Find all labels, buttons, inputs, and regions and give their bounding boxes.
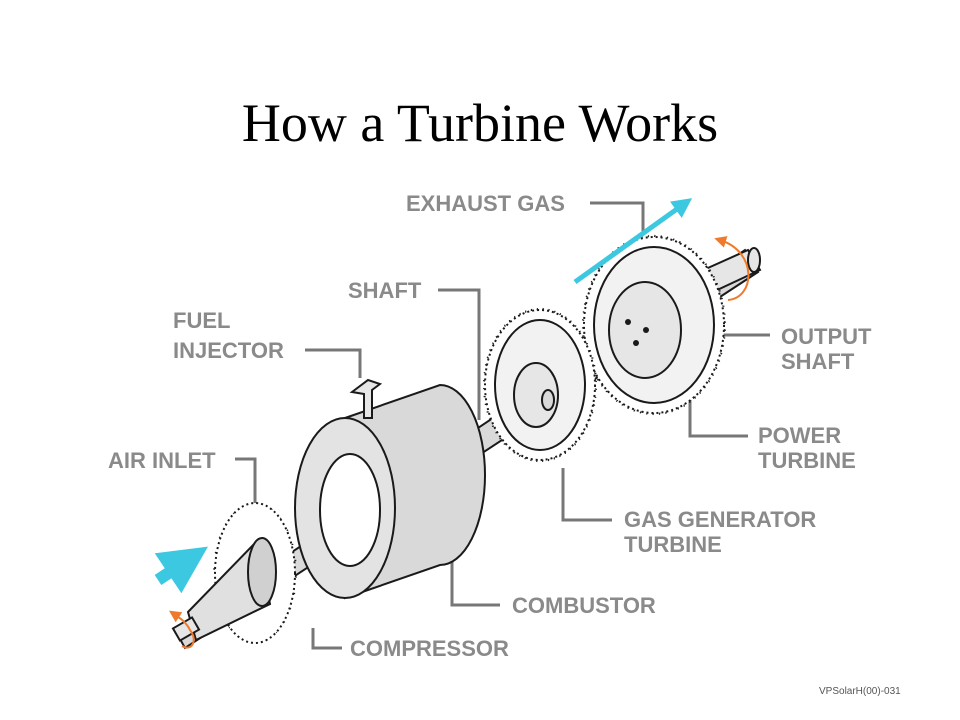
compressor-part	[171, 502, 296, 644]
power-turbine-part	[583, 236, 725, 414]
leader-shaft	[438, 288, 481, 420]
leader-lines	[235, 201, 770, 650]
label-power-turbine-line1: POWER	[758, 423, 842, 448]
label-power-turbine-line2: TURBINE	[758, 448, 856, 473]
gas-generator-turbine-part	[484, 309, 596, 461]
slide-footer-code: VPSolarH(00)-031	[819, 686, 901, 697]
label-output-shaft-line1: OUTPUT	[781, 324, 872, 349]
output-shaft-rotation-arrow	[714, 236, 750, 301]
leader-exhaust-gas	[590, 201, 645, 232]
label-shaft: SHAFT	[348, 278, 422, 303]
label-output-shaft: OUTPUT SHAFT	[781, 324, 871, 374]
exhaust-gas-flow-arrow	[573, 198, 693, 285]
label-fuel-injector-line2: INJECTOR	[173, 338, 284, 363]
label-compressor: COMPRESSOR	[350, 636, 509, 661]
leader-fuel-injector	[305, 348, 362, 378]
leader-gas-generator	[561, 468, 612, 522]
leader-compressor	[311, 628, 342, 650]
compressor-rotation-arrow	[169, 610, 195, 649]
label-output-shaft-line2: SHAFT	[781, 349, 855, 374]
rotation-arrows	[169, 236, 750, 649]
label-power-turbine: POWER TURBINE	[758, 423, 856, 473]
label-gas-generator-turbine: GAS GENERATOR TURBINE	[624, 507, 816, 557]
label-gas-generator-line1: GAS GENERATOR	[624, 507, 817, 532]
label-combustor: COMBUSTOR	[512, 593, 656, 618]
leader-combustor	[450, 560, 500, 607]
leader-air-inlet	[235, 457, 257, 508]
air-inlet-flow-arrow	[154, 546, 208, 594]
slide-title: How a Turbine Works	[241, 93, 719, 153]
label-exhaust-gas: EXHAUST GAS	[406, 191, 565, 216]
flow-arrows	[154, 198, 693, 594]
combustor-part	[294, 383, 486, 600]
label-air-inlet: AIR INLET	[108, 448, 216, 473]
leader-power-turbine	[688, 400, 748, 438]
fuel-injector-part	[349, 378, 383, 419]
label-gas-generator-line2: TURBINE	[624, 532, 722, 557]
label-fuel-injector: FUEL INJECTOR	[173, 308, 284, 363]
label-fuel-injector-line1: FUEL	[173, 308, 231, 333]
